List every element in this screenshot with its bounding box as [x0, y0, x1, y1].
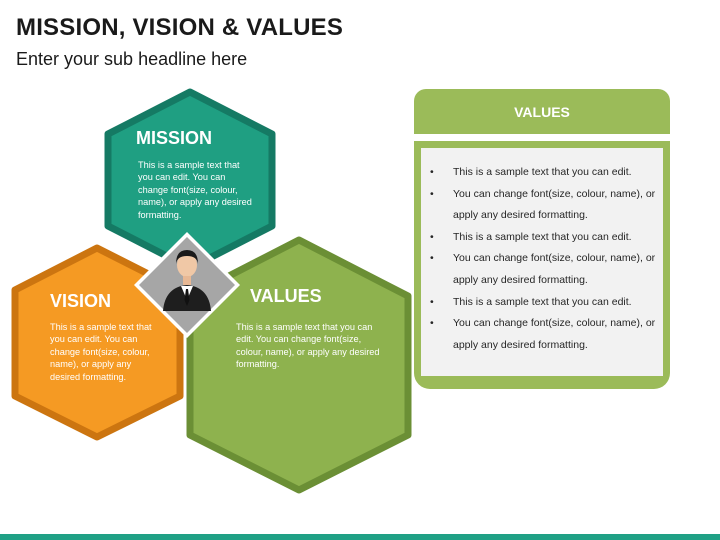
bullet-icon: • [430, 166, 434, 178]
bullet-icon: • [430, 317, 434, 330]
vision-text: This is a sample text that you can edit.… [50, 322, 152, 382]
list-item: • You can change font(size, colour, name)… [430, 184, 658, 227]
list-item-text: This is a sample text that you can edit. [453, 230, 632, 243]
list-item-text: This is a sample text that you can edit. [453, 166, 632, 178]
bottom-accent-bar [0, 534, 720, 540]
mission-text: This is a sample text that you can edit.… [138, 160, 252, 220]
bullet-icon: • [430, 230, 434, 243]
bullet-icon: • [430, 187, 434, 200]
list-item: • You can change font(size, colour, name)… [430, 248, 658, 291]
values-text: This is a sample text that you can edit.… [236, 322, 380, 370]
list-item-text: You can change font(size, colour, name),… [453, 317, 656, 351]
list-item-text: You can change font(size, colour, name),… [453, 252, 656, 286]
mission-title: MISSION [136, 128, 213, 148]
list-item: • This is a sample text that you can edit… [430, 292, 658, 314]
values-panel-body [421, 148, 663, 376]
page-subtitle: Enter your sub headline here [16, 49, 248, 69]
list-item: • You can change font(size, colour, name)… [430, 313, 658, 356]
list-item-text: You can change font(size, colour, name),… [453, 187, 656, 222]
values-panel-header: VALUES [414, 89, 670, 134]
values-panel-header-label: VALUES [514, 103, 570, 120]
values-bullet-list: • This is a sample text that you can edit… [430, 162, 658, 356]
list-item-text: This is a sample text that you can edit. [453, 295, 632, 308]
list-item: • This is a sample text that you can edit… [430, 162, 658, 184]
bullet-icon: • [430, 252, 434, 265]
values-title: VALUES [250, 286, 322, 306]
bullet-icon: • [430, 295, 434, 308]
vision-title: VISION [50, 291, 112, 311]
businessman-icon [163, 250, 211, 311]
list-item: • This is a sample text that you can edit… [430, 227, 658, 249]
page-title: MISSION, VISION & VALUES [16, 14, 344, 41]
